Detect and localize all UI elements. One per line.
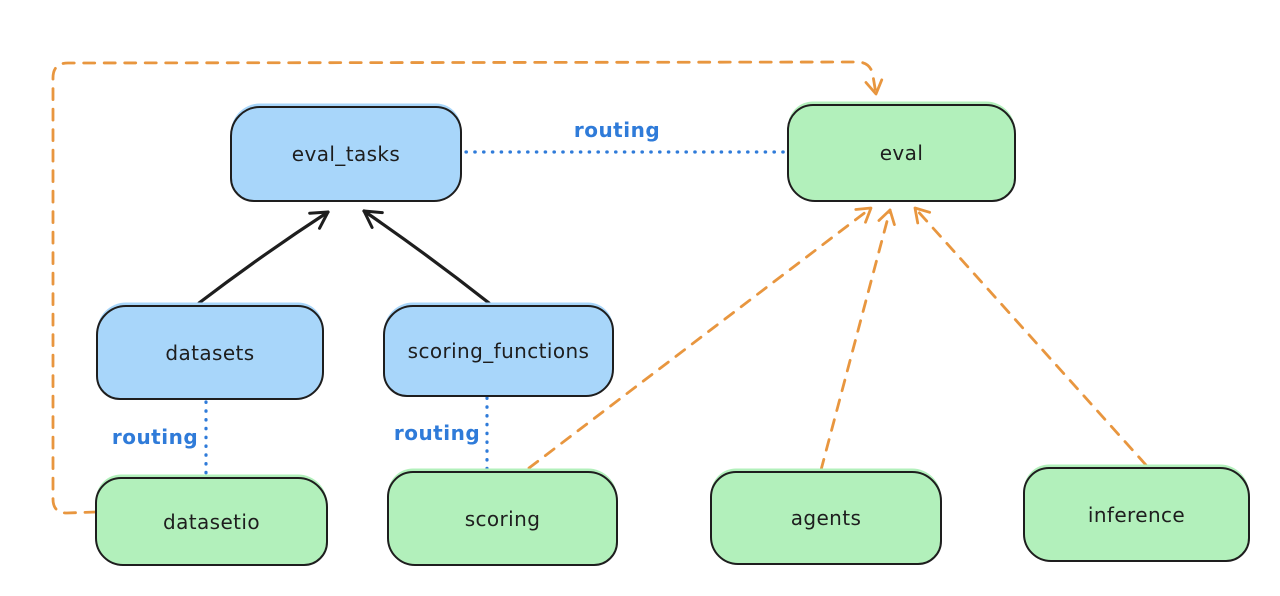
node-agents-label: agents <box>790 506 862 530</box>
node-datasets: datasets <box>96 305 324 400</box>
node-datasetio: datasetio <box>95 477 328 566</box>
node-inference: inference <box>1023 467 1250 562</box>
routing-label-scoring-functions-scoring: routing <box>393 421 481 445</box>
node-inference-label: inference <box>1087 502 1186 527</box>
node-eval-label: eval <box>879 141 924 165</box>
node-datasetio-label: datasetio <box>162 509 260 534</box>
node-datasets-label: datasets <box>165 340 255 365</box>
node-scoring-label: scoring <box>464 506 541 531</box>
edge-agents-to-eval-dashed <box>819 208 896 472</box>
edge-datasetio-to-eval-dashed <box>51 60 884 515</box>
node-scoring: scoring <box>387 471 618 566</box>
node-scoring-functions: scoring_functions <box>383 305 614 397</box>
node-eval-tasks-label: eval_tasks <box>291 142 401 166</box>
edge-scoring-functions-to-eval-tasks <box>362 209 491 305</box>
node-eval: eval <box>787 104 1016 202</box>
routing-label-datasets-datasetio: routing <box>111 425 199 449</box>
edge-inference-to-eval-dashed <box>913 206 1148 467</box>
node-eval-tasks: eval_tasks <box>230 106 462 202</box>
routing-label-eval-tasks-eval: routing <box>573 118 661 142</box>
node-scoring-functions-label: scoring_functions <box>407 339 590 363</box>
edge-datasets-to-eval-tasks <box>197 210 330 305</box>
edge-scoring-to-eval-dashed <box>527 206 873 470</box>
node-agents: agents <box>710 471 942 565</box>
